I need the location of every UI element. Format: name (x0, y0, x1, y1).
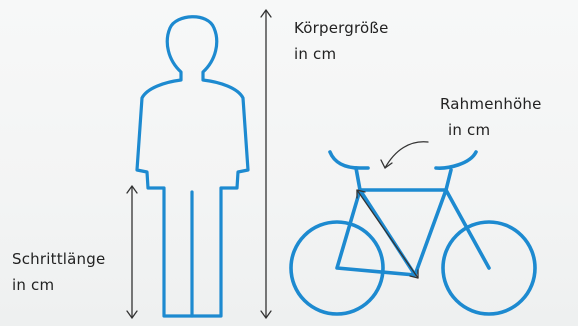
handlebar (436, 152, 476, 168)
inseam-label: Schrittlänge in cm (12, 250, 110, 294)
frame (337, 190, 489, 275)
human-figure (137, 17, 248, 316)
frame-height-label: Rahmenhöhe in cm (440, 95, 547, 139)
inseam-arrow (127, 186, 137, 318)
saddle (330, 152, 368, 168)
stem (446, 170, 451, 190)
seatpost (356, 168, 360, 190)
pointer-arrow (381, 142, 428, 168)
body-height-label: Körpergröße in cm (294, 19, 393, 63)
body-height-arrow (261, 10, 271, 318)
bicycle (291, 152, 535, 314)
